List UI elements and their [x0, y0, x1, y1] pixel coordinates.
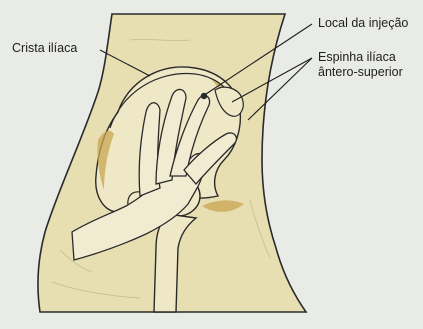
label-iliac-crest: Crista ilíaca — [12, 41, 77, 55]
label-asis-line1: Espinha ilíaca — [318, 50, 396, 64]
label-asis-line2: ântero-superior — [318, 65, 403, 79]
label-injection-site: Local da injeção — [318, 16, 408, 30]
